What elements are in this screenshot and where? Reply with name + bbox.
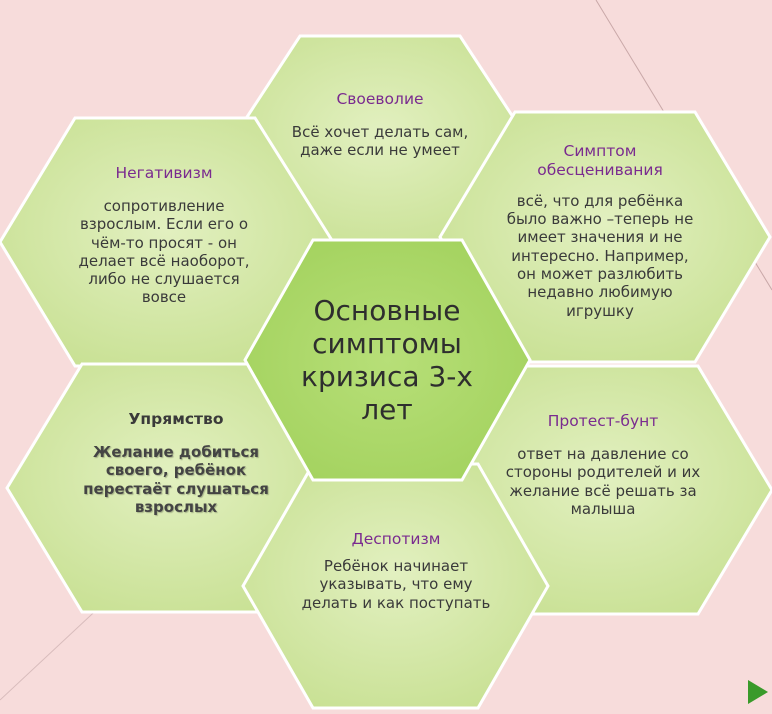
item-title: Симптом обесценивания xyxy=(537,142,663,179)
hex-obescenivanie xyxy=(438,110,772,364)
item-desc: ответ на давление со стороны родителей и… xyxy=(505,444,701,518)
item-protest: Протест-бунт ответ на давление со сторон… xyxy=(492,412,714,518)
item-desc: сопротивление взрослым. Если его о чём-т… xyxy=(78,196,250,307)
item-title: Упрямство xyxy=(128,410,224,428)
arrow-right-icon xyxy=(748,680,768,704)
hex-center xyxy=(243,238,532,482)
hex-despotizm xyxy=(241,462,550,710)
item-title: Протест-бунт xyxy=(547,412,659,430)
item-despotizm: Деспотизм Ребёнок начинает указывать, чт… xyxy=(298,530,494,612)
center-title: Основные симптомы кризиса 3-х лет xyxy=(301,294,473,427)
item-title: Негативизм xyxy=(115,164,213,182)
item-negativizm: Негативизм сопротивление взрослым. Если … xyxy=(64,164,264,307)
item-obescenivanie: Симптом обесценивания всё, что для ребён… xyxy=(502,142,698,320)
item-desc: Ребёнок начинает указывать, что ему дела… xyxy=(301,556,491,612)
item-title: Деспотизм xyxy=(351,530,441,548)
item-upryamstvo: Упрямство Желание добиться своего, ребён… xyxy=(78,410,274,516)
item-desc: Всё хочет делать сам, даже если не умеет xyxy=(291,122,469,160)
item-desc: Желание добиться своего, ребёнок переста… xyxy=(83,442,269,516)
item-title: Своеволие xyxy=(336,90,424,108)
item-desc: всё, что для ребёнка было важно –теперь … xyxy=(506,191,694,320)
item-svoevolie: Своеволие Всё хочет делать сам, даже есл… xyxy=(290,90,470,160)
